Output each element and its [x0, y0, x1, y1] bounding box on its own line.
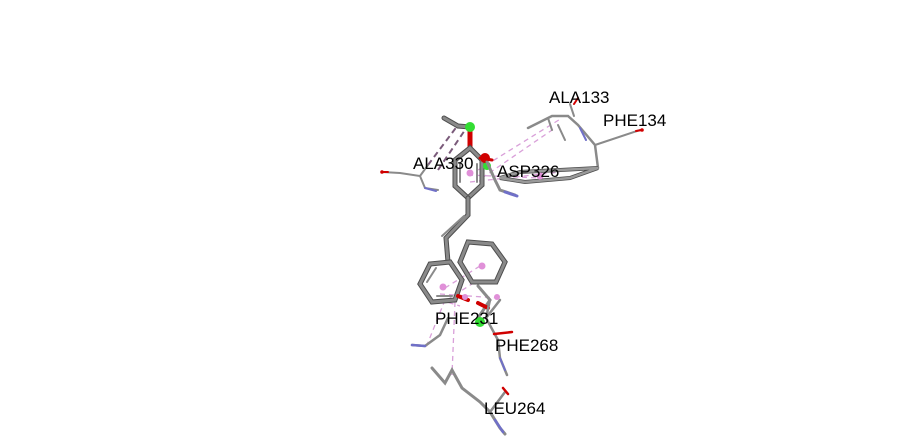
- halogen-atom: [465, 122, 475, 132]
- label-phe268: PHE268: [495, 336, 558, 355]
- residue-leu264: [430, 366, 510, 436]
- label-ala330: ALA330: [413, 154, 474, 173]
- label-asp326: ASP326: [497, 162, 559, 181]
- hbond-lines: [427, 124, 466, 171]
- pi-centroids: [439, 169, 544, 300]
- ligand: [417, 115, 508, 327]
- residue-asp326: [478, 156, 519, 198]
- residue-ala133-phe134: [499, 97, 644, 185]
- label-phe134: PHE134: [603, 111, 666, 130]
- residue-phe231: [410, 316, 450, 348]
- label-leu264: LEU264: [484, 399, 545, 418]
- label-ala133: ALA133: [549, 88, 610, 107]
- label-phe231: PHE231: [435, 309, 498, 328]
- residue-phe268: [484, 298, 514, 377]
- residue-ala330: [380, 164, 439, 192]
- halogen-atom: [475, 317, 485, 327]
